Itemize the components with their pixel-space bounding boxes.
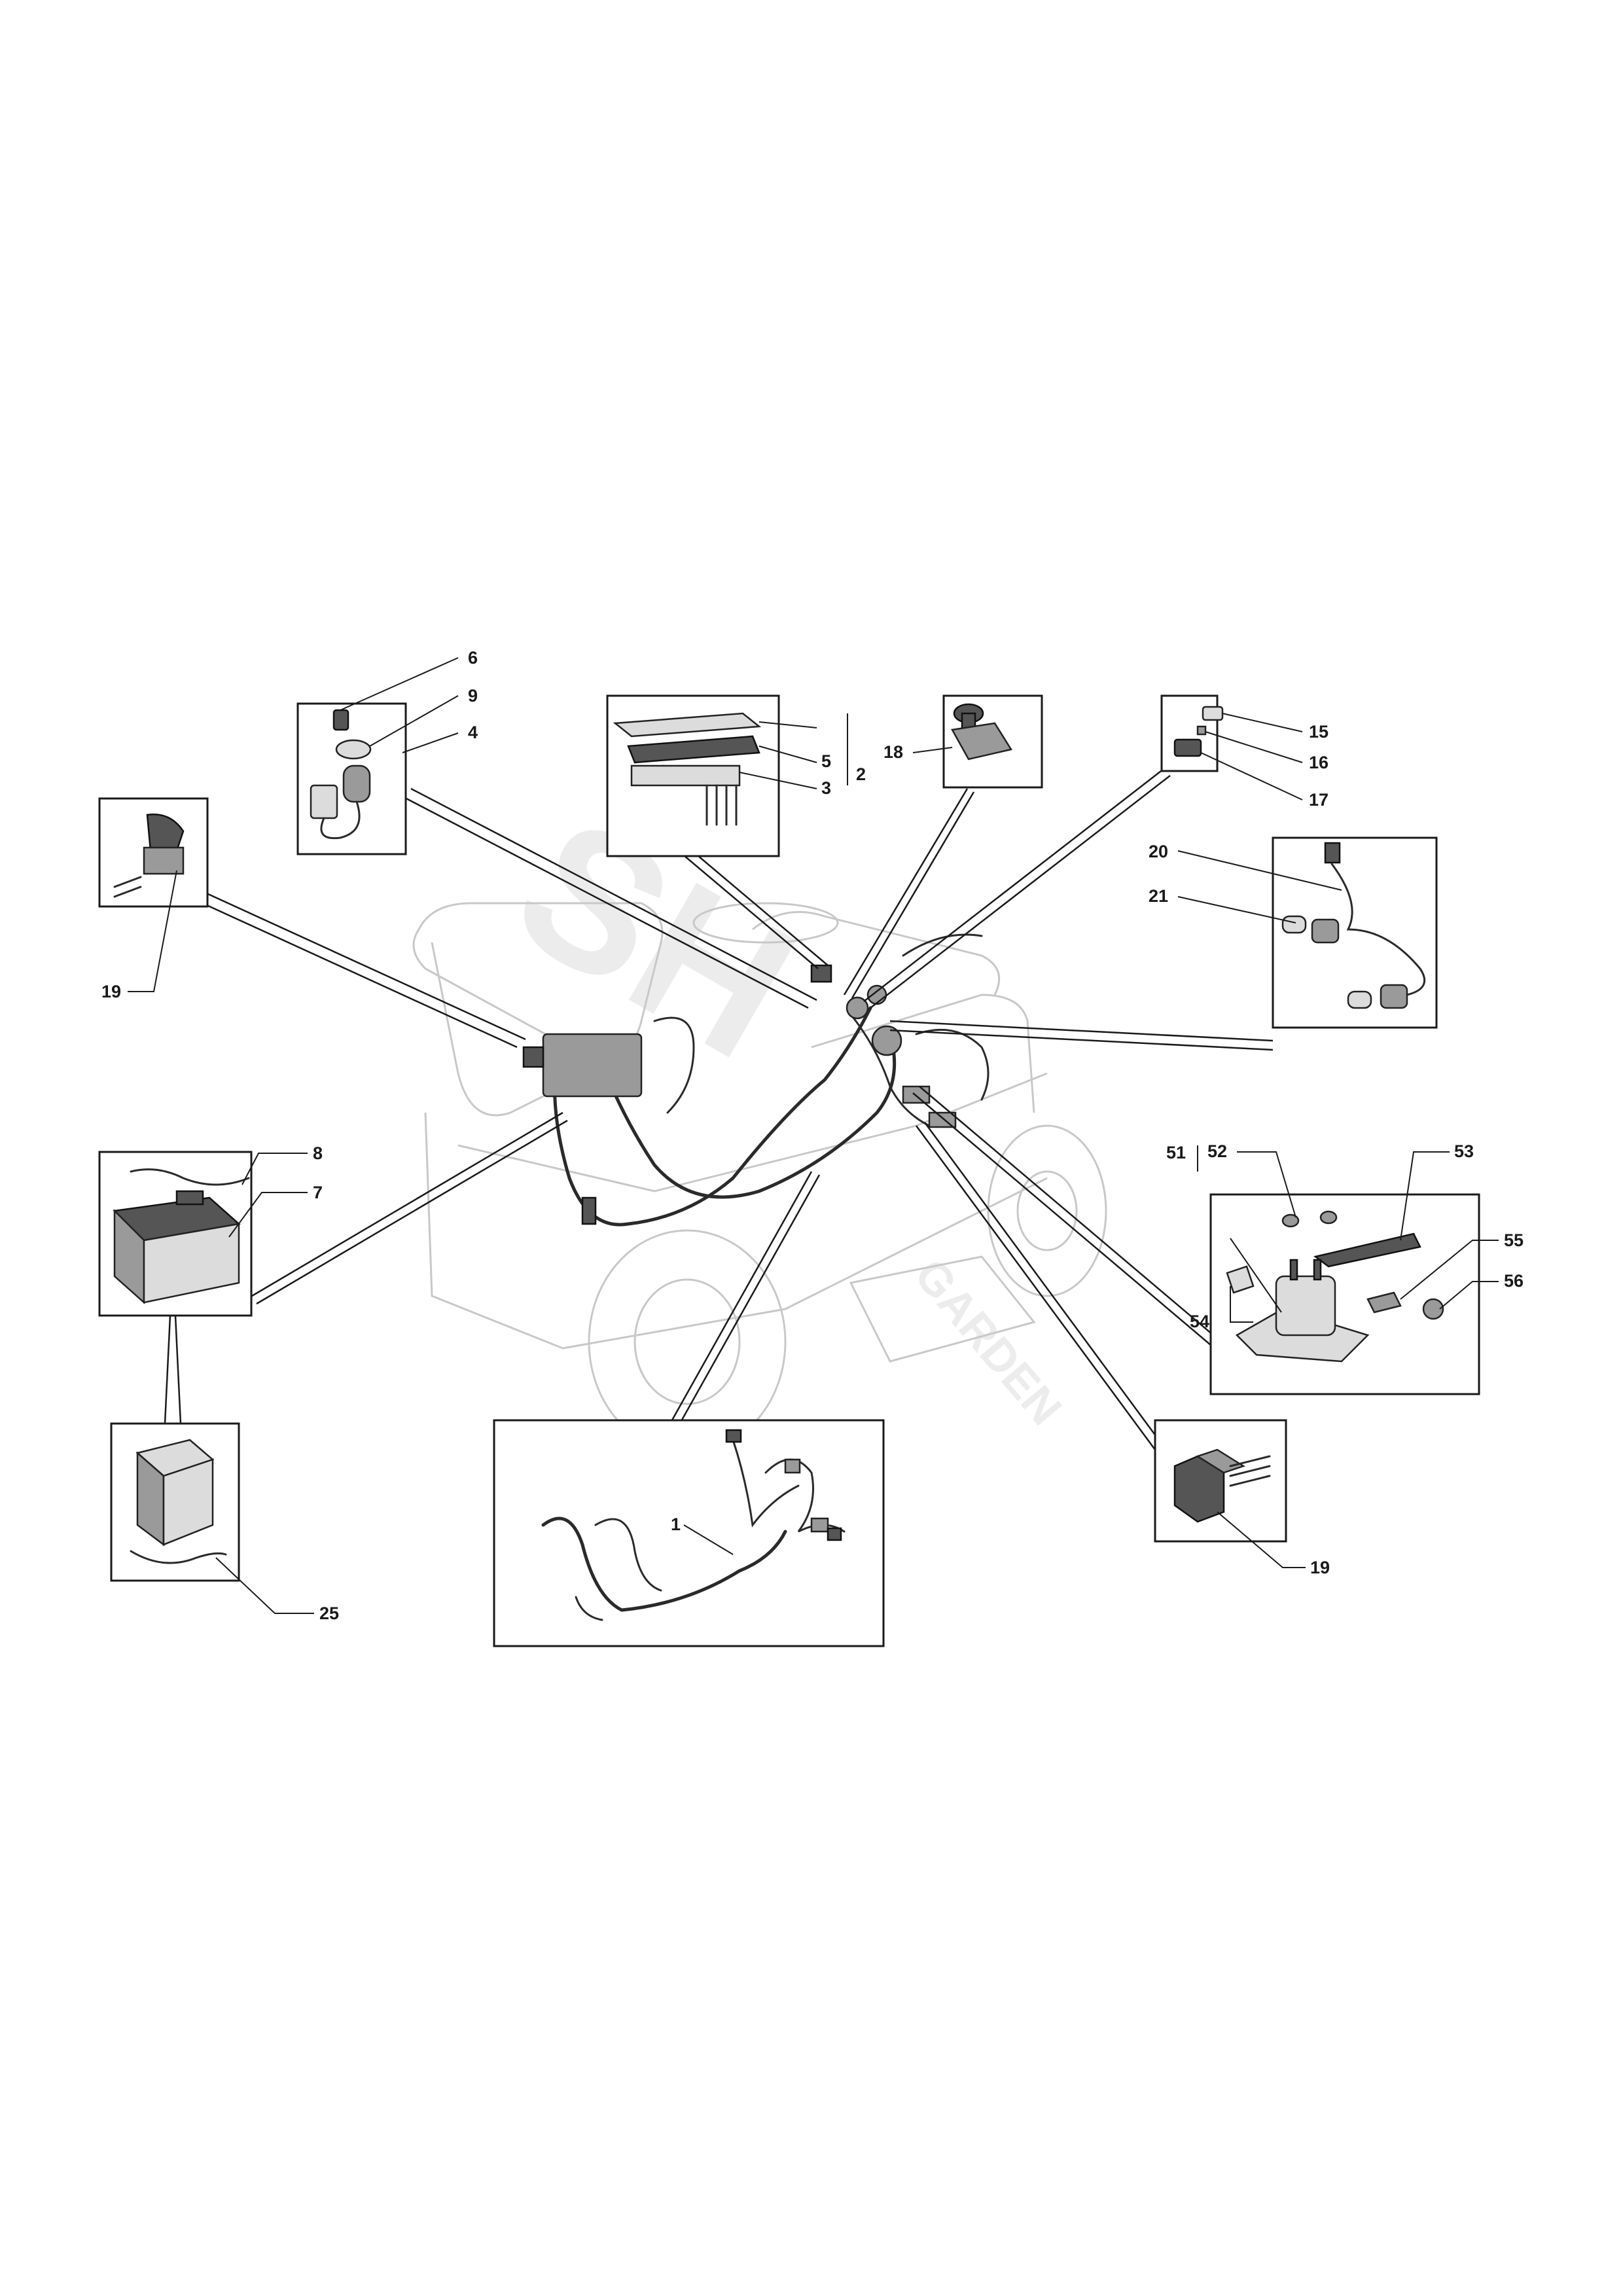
- callout-19-right: 19: [1310, 1558, 1330, 1577]
- watermark-secondary: GARDEN: [905, 1249, 1072, 1435]
- charger-box: [110, 1422, 240, 1582]
- push-button-box: [942, 694, 1043, 789]
- connector-lines: [164, 768, 1274, 1450]
- relay-icon[interactable]: [1173, 1448, 1271, 1523]
- rocker-switch-box-left: [98, 797, 209, 908]
- switch-box: [1160, 694, 1224, 772]
- callout-20: 20: [1149, 842, 1168, 861]
- callout-1: 1: [671, 1515, 681, 1534]
- battery-icon[interactable]: [113, 1168, 250, 1304]
- callout-3: 3: [821, 778, 831, 798]
- callout-5: 5: [821, 751, 831, 771]
- callout-19-left: 19: [101, 982, 121, 1001]
- wiring-harness-icon[interactable]: [541, 1429, 846, 1621]
- callout-4: 4: [468, 723, 478, 742]
- callout-51: 51: [1166, 1143, 1186, 1162]
- headlight-harness-box: [1272, 836, 1438, 1029]
- callout-55: 55: [1504, 1230, 1524, 1250]
- callout-16: 16: [1309, 753, 1329, 772]
- main-harness-box: [493, 1419, 885, 1647]
- switch-icon[interactable]: [1173, 706, 1224, 757]
- push-button-icon[interactable]: [951, 703, 1012, 761]
- callout-15: 15: [1309, 722, 1329, 742]
- electronic-board-box: [606, 694, 780, 857]
- rocker-switch-icon[interactable]: [113, 814, 185, 898]
- callout-17: 17: [1309, 790, 1329, 810]
- callout-2: 2: [856, 764, 866, 784]
- harness-on-tractor: [522, 933, 990, 1227]
- electronic-board-icon[interactable]: [613, 712, 762, 826]
- ignition-switch-icon[interactable]: [310, 709, 372, 840]
- battery-charger-icon[interactable]: [130, 1439, 227, 1564]
- ignition-switch-box: [296, 702, 407, 855]
- callout-52: 52: [1207, 1141, 1227, 1161]
- callout-25: 25: [319, 1604, 339, 1623]
- callout-18: 18: [883, 742, 903, 762]
- callout-53: 53: [1454, 1141, 1474, 1161]
- solenoid-icon[interactable]: [1226, 1210, 1444, 1363]
- callout-21: 21: [1149, 886, 1168, 906]
- callout-labels: 6 9 4 5 3 2 18 15 16 17 20 21 19 8 7 25 …: [101, 648, 1524, 1623]
- relay-box: [1154, 1419, 1287, 1543]
- callout-54: 54: [1190, 1312, 1209, 1331]
- solenoid-box: [1209, 1193, 1480, 1395]
- leader-lines: [128, 657, 1499, 1614]
- callout-8: 8: [313, 1143, 323, 1163]
- headlight-harness-icon[interactable]: [1281, 842, 1426, 1009]
- callout-9: 9: [468, 686, 478, 706]
- battery-box: [98, 1151, 253, 1317]
- callout-56: 56: [1504, 1271, 1524, 1291]
- callout-7: 7: [313, 1183, 323, 1202]
- callout-6: 6: [468, 648, 478, 668]
